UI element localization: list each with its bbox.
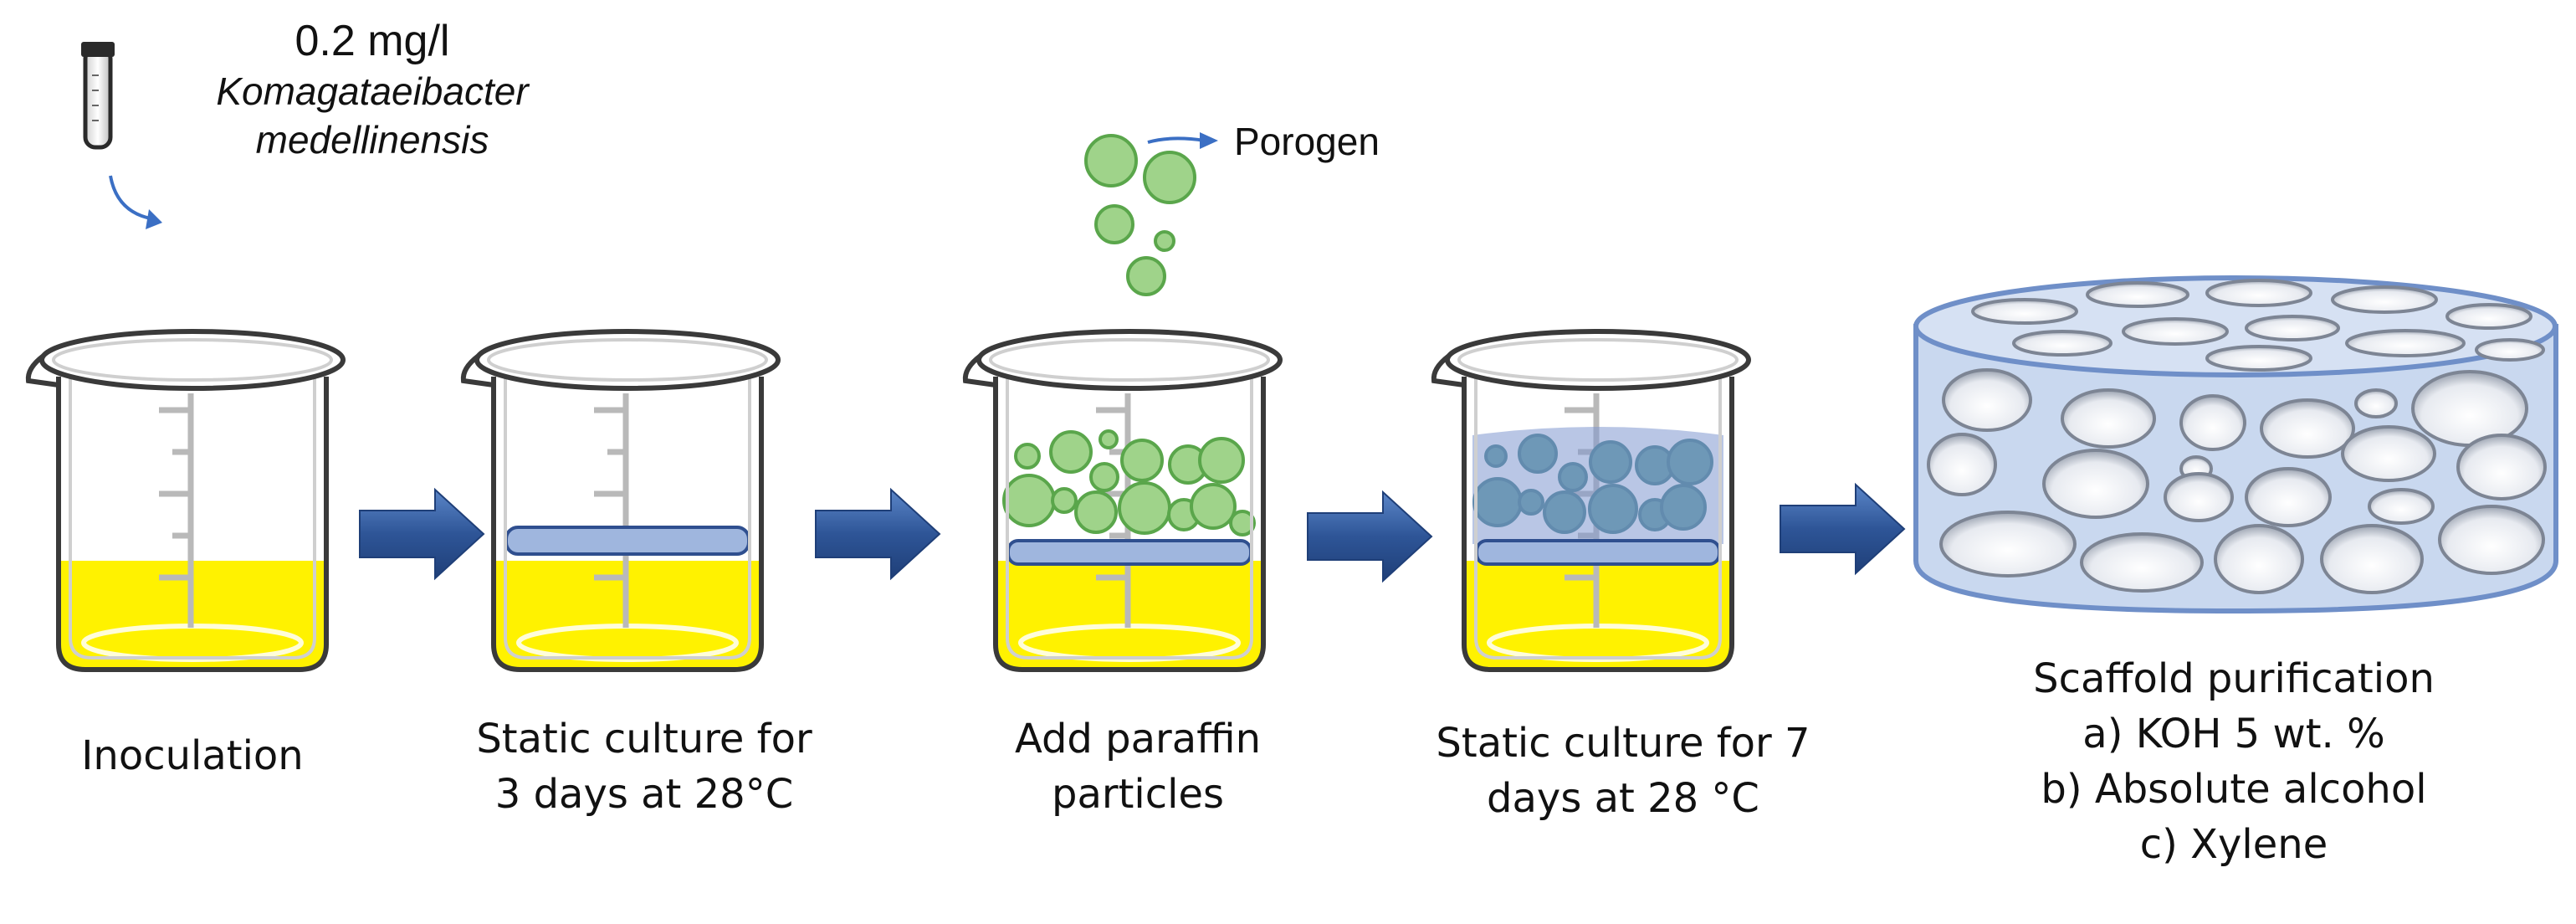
step-label-line: Inoculation (81, 732, 304, 779)
step-label-line: Add paraffin (1014, 716, 1262, 762)
porogen-particles (1084, 134, 1196, 296)
inoculum-label: 0.2 mg/l Komagataeibacter medellinensis (146, 15, 598, 164)
beaker-add-paraffin (965, 331, 1280, 670)
process-arrow-1 (359, 487, 485, 581)
step-label-line: c) Xylene (2139, 821, 2328, 868)
process-arrow-4 (1780, 482, 1906, 576)
inoculation-arrow-icon (109, 175, 162, 229)
paraffin-particles (1002, 429, 1256, 536)
step-label-static-culture-3d: Static culture for 3 days at 28°C (435, 711, 853, 822)
test-tube-icon (81, 42, 115, 150)
step-label-line: 3 days at 28°C (494, 771, 794, 818)
step-label-inoculation: Inoculation (25, 728, 360, 783)
porogen-arrow-icon (1147, 132, 1218, 149)
step-label-line: Static culture for (476, 716, 812, 762)
porogen-label: Porogen (1234, 120, 1380, 163)
step-label-line: Static culture for 7 (1436, 720, 1810, 767)
cellulose-pellicle (504, 526, 750, 556)
beaker-static-culture-3d (463, 331, 778, 670)
beaker-inoculation (28, 331, 343, 670)
process-arrow-2 (815, 487, 941, 581)
step-label-line: particles (1051, 771, 1225, 818)
beaker-static-culture-7d (1434, 331, 1749, 670)
concentration-text: 0.2 mg/l (294, 17, 450, 65)
step-label-add-paraffin: Add paraffin particles (945, 711, 1330, 822)
porous-scaffold (1913, 275, 2558, 614)
cellulose-pellicle (1006, 539, 1252, 566)
step-label-scaffold-purification: Scaffold purification a) KOH 5 wt. % b) … (1974, 651, 2493, 872)
process-arrow-3 (1307, 490, 1433, 583)
step-label-line: a) KOH 5 wt. % (2082, 711, 2385, 757)
step-label-line: b) Absolute alcohol (2041, 766, 2427, 813)
organism-name-line1: Komagataeibacter (216, 69, 529, 113)
cellulose-pellicle (1475, 539, 1721, 566)
step-label-line: Scaffold purification (2033, 655, 2435, 702)
organism-name-line2: medellinensis (255, 118, 489, 162)
step-label-line: days at 28 °C (1487, 775, 1759, 822)
step-label-static-culture-7d: Static culture for 7 days at 28 °C (1389, 716, 1857, 826)
